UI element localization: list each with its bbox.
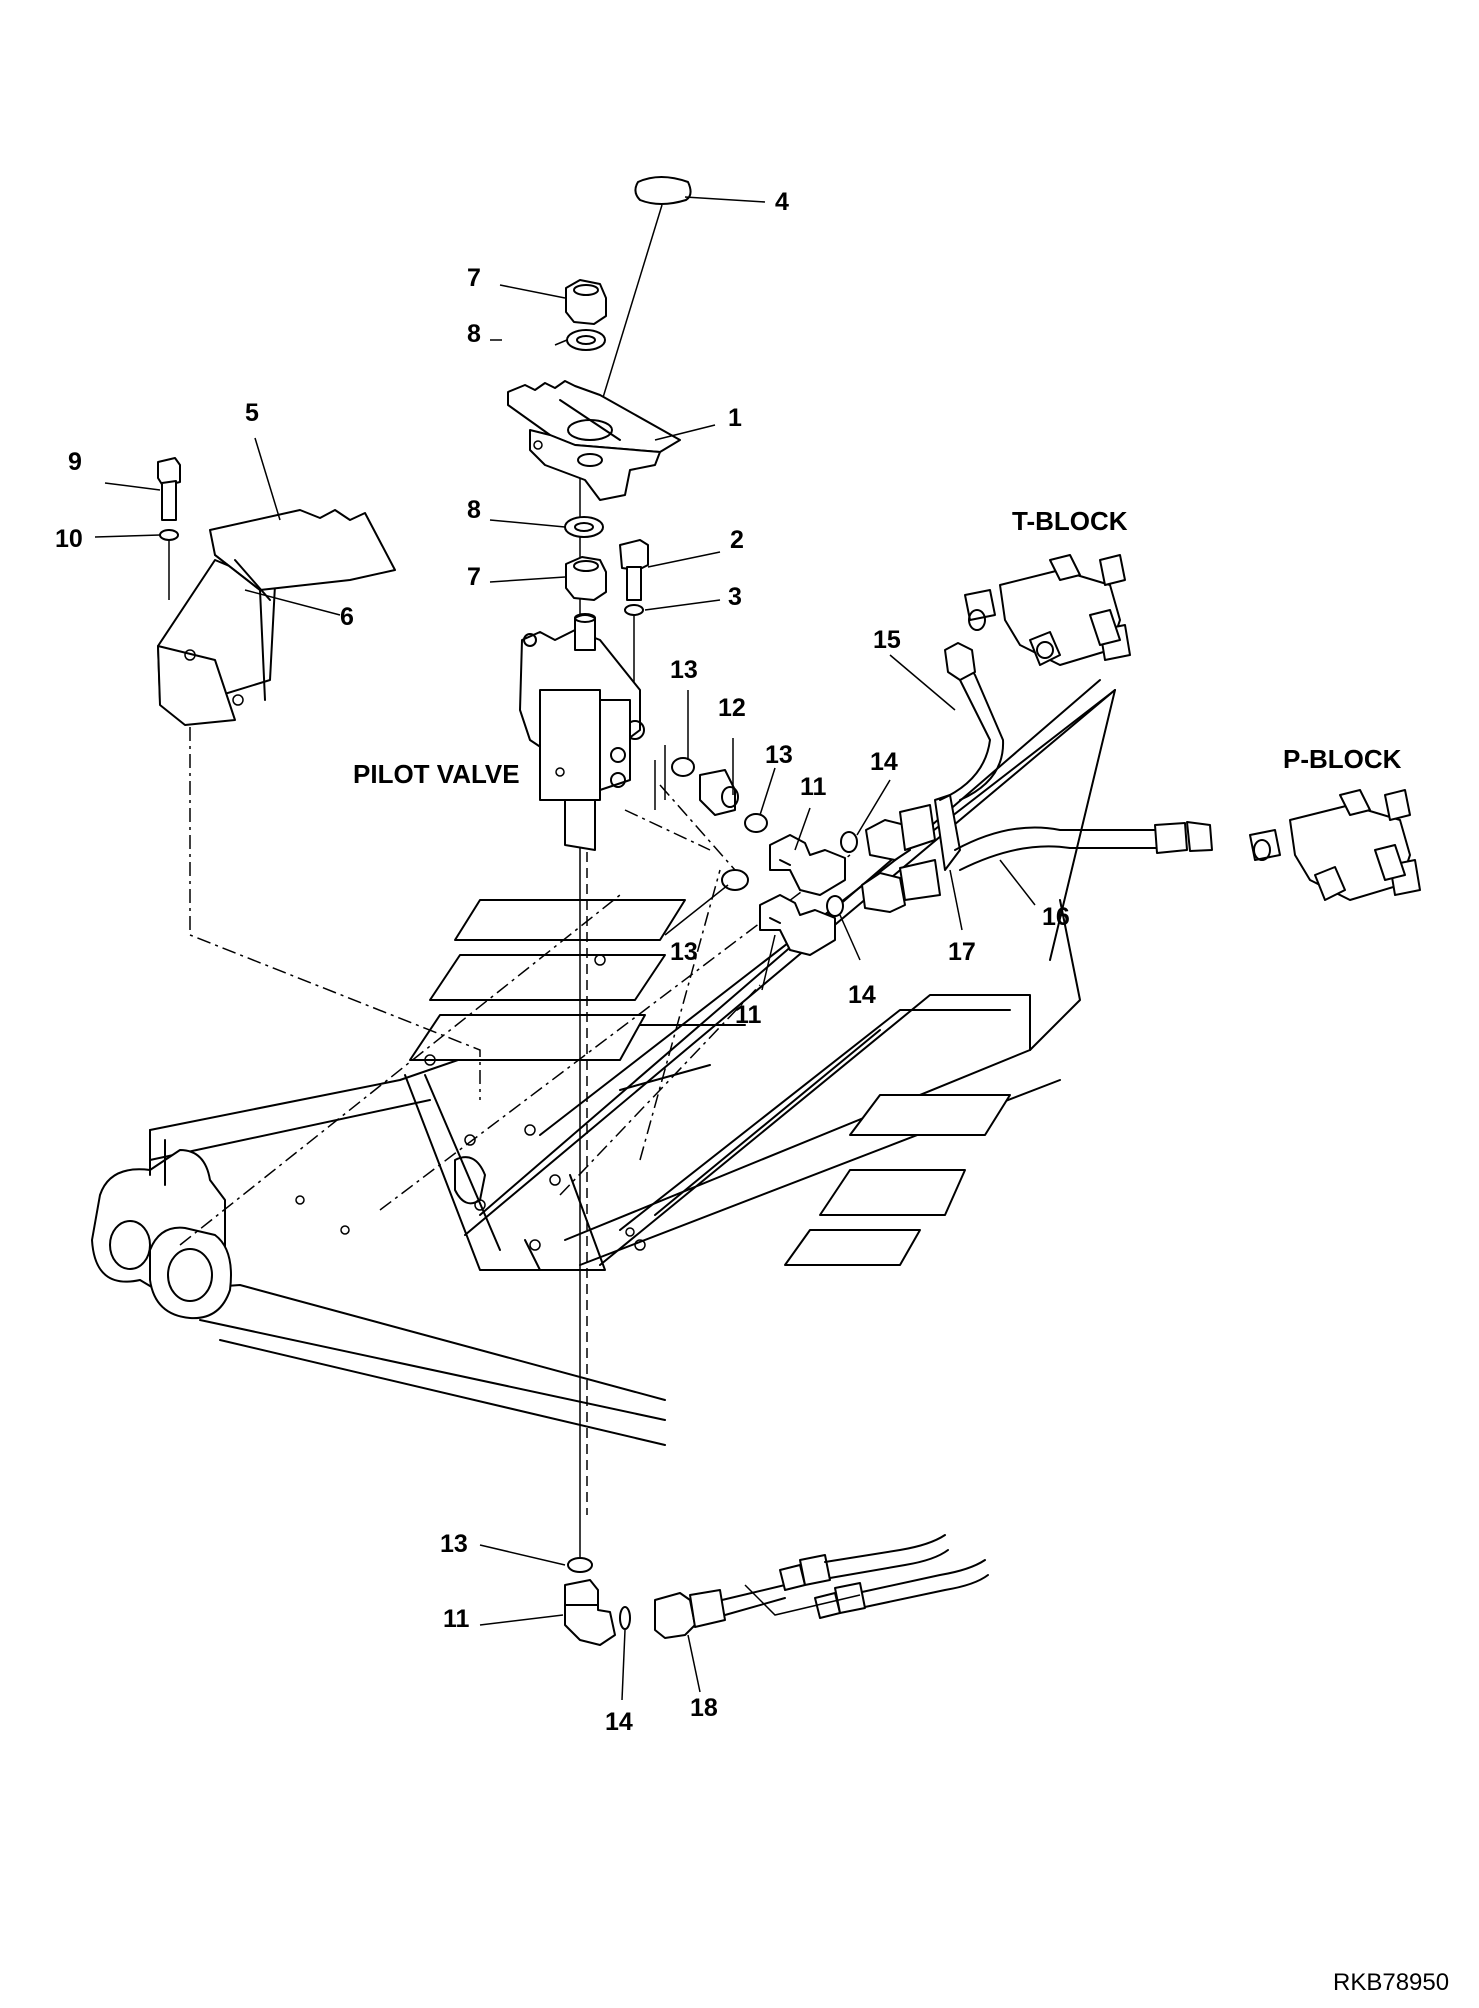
callout-15: 15 [873, 626, 901, 654]
callout-8-lower: 8 [467, 496, 481, 524]
callout-2: 2 [730, 526, 744, 554]
callout-3: 3 [728, 583, 742, 611]
callout-4: 4 [775, 188, 789, 216]
callout-17: 17 [948, 938, 976, 966]
t-block [964, 554, 1131, 666]
pedal [507, 380, 681, 501]
callout-6: 6 [340, 603, 354, 631]
lower-fittings [564, 1534, 989, 1646]
component-labels: PILOT VALVE T-BLOCK P-BLOCK RKB78950 [353, 506, 1449, 1996]
pedal-bracket [157, 457, 396, 726]
t-block-label: T-BLOCK [1012, 506, 1128, 536]
callout-8-upper: 8 [467, 320, 481, 348]
callout-13-c: 13 [670, 938, 698, 966]
callout-18: 18 [690, 1694, 718, 1722]
callout-14-c: 14 [605, 1708, 633, 1736]
callout-7-lower: 7 [467, 563, 481, 591]
callout-12: 12 [718, 694, 746, 722]
callout-7-upper: 7 [467, 264, 481, 292]
chassis-frame [91, 1029, 666, 1446]
callout-10: 10 [55, 525, 83, 553]
pilot-valve-label: PILOT VALVE [353, 759, 520, 789]
callout-11-b: 11 [735, 1001, 762, 1029]
callout-13-d: 13 [440, 1530, 468, 1558]
p-block [1249, 789, 1421, 901]
pilot-valve [519, 613, 645, 851]
p-block-label: P-BLOCK [1283, 744, 1402, 774]
callout-13-b: 13 [765, 741, 793, 769]
callout-14-b: 14 [848, 981, 876, 1009]
callout-1: 1 [728, 404, 742, 432]
drawing-reference-code: RKB78950 [1333, 1969, 1449, 1996]
hoses-upper [861, 642, 1213, 913]
callout-16: 16 [1042, 903, 1070, 931]
leader-lines [94, 196, 1036, 1701]
nut-washer-stack-upper [565, 279, 607, 351]
nut-washer-stack-lower [564, 516, 607, 601]
callout-14-a: 14 [870, 748, 898, 776]
callout-11-a: 11 [800, 773, 827, 801]
callout-5: 5 [245, 399, 259, 427]
callout-11-c: 11 [443, 1605, 470, 1633]
callout-13-a: 13 [670, 656, 698, 684]
callout-numbers: 4 7 8 1 8 7 2 3 5 9 10 6 13 12 13 11 14 … [55, 188, 1070, 1736]
upper-fittings [671, 757, 858, 956]
callout-9: 9 [68, 448, 82, 476]
